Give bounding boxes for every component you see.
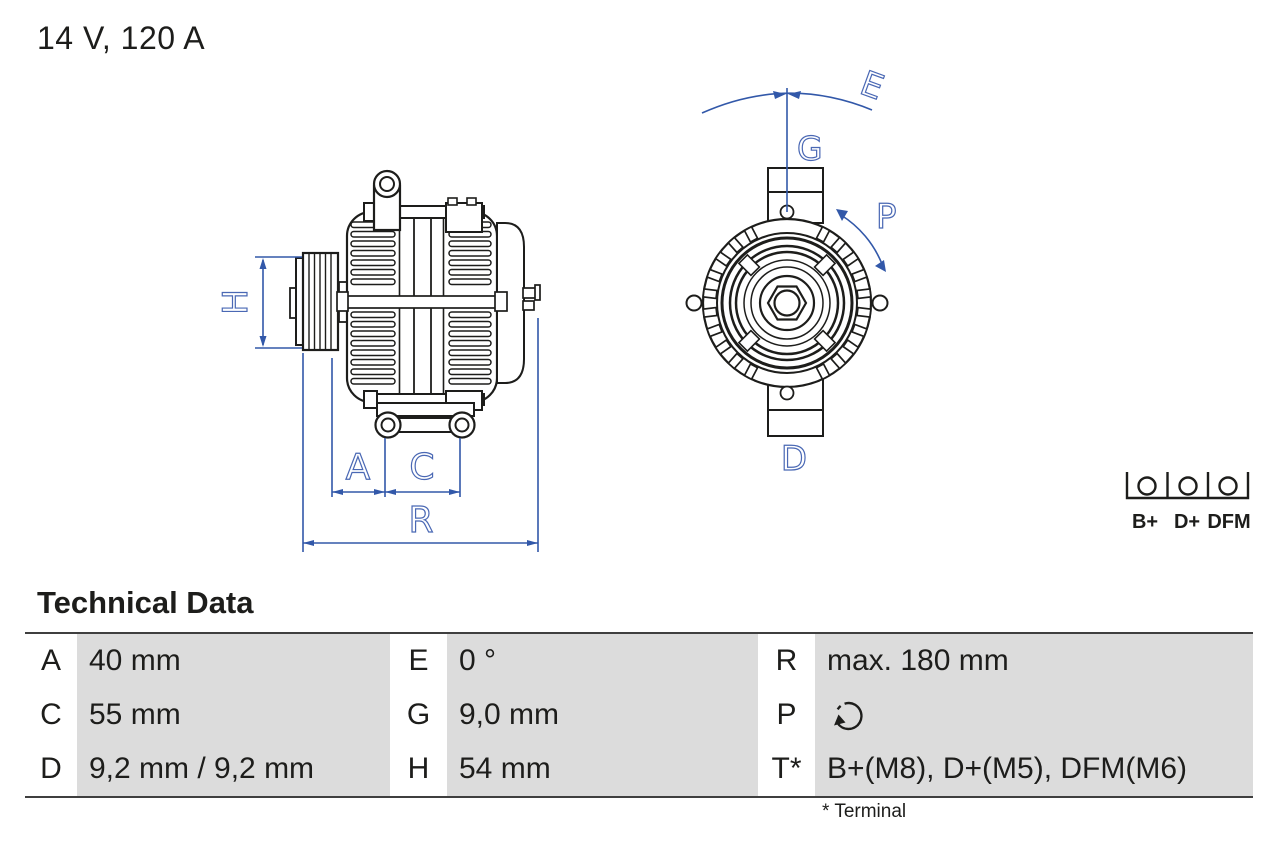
table-value-C: 55 mm	[77, 687, 390, 742]
table-value-D: 9,2 mm / 9,2 mm	[77, 742, 390, 796]
table-key-D: D	[25, 742, 77, 796]
dimension-G: G	[786, 88, 823, 212]
dim-label-r: R	[408, 500, 433, 541]
vent-bridges	[737, 253, 837, 353]
table-key-G: G	[390, 687, 447, 742]
alternator-front-view: E G P D	[685, 63, 897, 480]
table-value-A: 40 mm	[77, 634, 390, 687]
table-key-P: P	[758, 687, 815, 742]
dimension-H: H	[215, 256, 302, 349]
table-key-E: E	[390, 634, 447, 687]
terminal-label-dplus: D+	[1174, 511, 1200, 533]
dimension-R: R	[303, 499, 538, 546]
dim-label-p: P	[876, 197, 897, 237]
dim-label-e: E	[855, 64, 889, 109]
page-title: 14 V, 120 A	[37, 20, 206, 56]
front-top-bracket	[767, 167, 824, 224]
top-mounting-lug	[372, 169, 402, 232]
table-value-R: max. 180 mm	[815, 634, 1253, 687]
table-rule-top	[25, 632, 1253, 634]
dim-label-a: A	[346, 447, 371, 488]
table-value-H: 54 mm	[447, 742, 758, 796]
dim-label-h: H	[216, 289, 256, 315]
terminal-footnote: * Terminal	[822, 801, 907, 822]
technical-data-table: A 40 mm E 0 ° R max. 180 mm C 55 mm G 9,…	[25, 634, 1253, 796]
rotation-direction-icon	[834, 701, 863, 730]
table-key-C: C	[25, 687, 77, 742]
bottom-mounting-bracket	[374, 402, 476, 439]
table-value-E: 0 °	[447, 634, 758, 687]
dimension-A: A	[332, 446, 385, 495]
terminal-label-dfm: DFM	[1207, 511, 1250, 533]
dim-label-c: C	[409, 447, 434, 488]
rear-cover	[496, 222, 525, 384]
table-key-R: R	[758, 634, 815, 687]
table-value-T: B+(M8), D+(M5), DFM(M6)	[815, 742, 1253, 796]
dim-label-g: G	[797, 129, 823, 168]
table-value-G: 9,0 mm	[447, 687, 758, 742]
table-value-P	[815, 687, 1253, 742]
alternator-technical-drawing: H A C R	[215, 63, 1251, 552]
dim-label-d: D	[781, 439, 807, 479]
rotation-arrow-P: P	[836, 196, 897, 272]
alternator-side-view: H A C R	[215, 169, 541, 552]
vent-teeth	[702, 225, 872, 381]
terminal-connector-diagram: B+ D+ DFM	[1125, 472, 1251, 533]
technical-data-heading: Technical Data	[37, 585, 254, 620]
table-key-A: A	[25, 634, 77, 687]
table-key-T: T*	[758, 742, 815, 796]
table-key-H: H	[390, 742, 447, 796]
table-rule-bottom	[25, 796, 1253, 798]
terminal-studs	[522, 284, 541, 311]
terminal-label-bplus: B+	[1132, 511, 1158, 533]
dimension-C: C	[385, 446, 460, 495]
dimension-E: E	[701, 63, 890, 114]
